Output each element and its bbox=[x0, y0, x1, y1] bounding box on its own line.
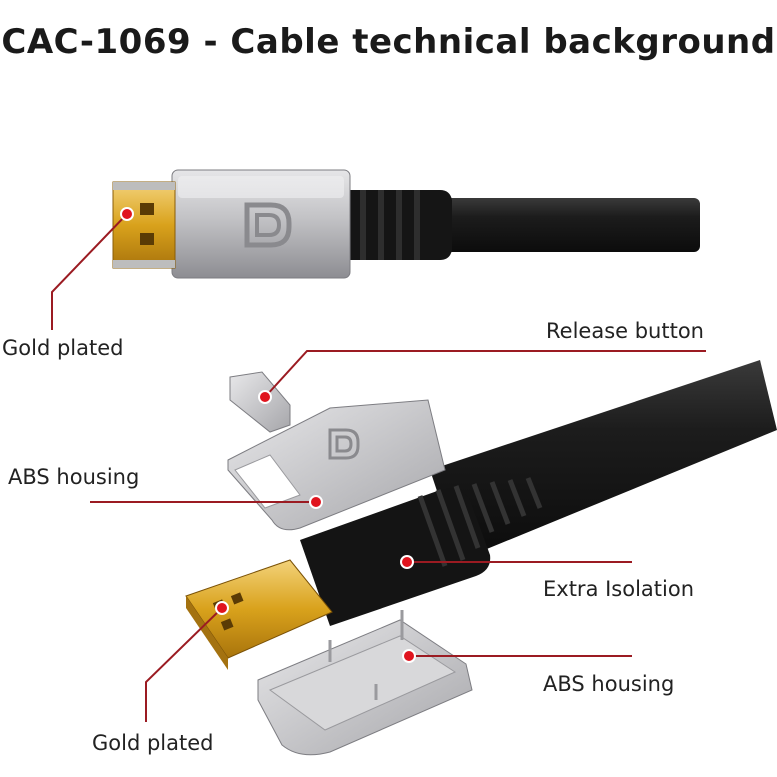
extra-isolation-sleeve bbox=[300, 488, 491, 626]
callout-dot-gold-plated-top bbox=[120, 207, 134, 221]
gold-plug-top bbox=[112, 181, 176, 269]
label-gold-plated-bottom: Gold plated bbox=[92, 731, 214, 755]
label-extra-isolation: Extra Isolation bbox=[543, 577, 695, 601]
label-abs-housing-top: ABS housing bbox=[8, 465, 140, 489]
callout-dot-gold-plated-bottom bbox=[215, 601, 229, 615]
cable-top bbox=[420, 198, 700, 252]
release-button-part bbox=[229, 371, 291, 433]
assembled-connector bbox=[112, 169, 700, 279]
cable-bottom bbox=[430, 360, 777, 560]
exploded-view bbox=[185, 360, 777, 756]
displayport-logo-icon bbox=[244, 202, 292, 248]
callouts bbox=[51, 213, 706, 722]
housing-logo-icon bbox=[328, 428, 360, 460]
callout-line-gold-plated-top bbox=[51, 213, 128, 330]
callout-line-release-button bbox=[264, 350, 706, 398]
callout-line-gold-plated-bottom bbox=[145, 607, 223, 722]
gold-plug-bottom bbox=[185, 559, 333, 659]
label-abs-housing-bottom: ABS housing bbox=[543, 672, 675, 696]
callout-dot-abs-housing-bottom bbox=[402, 649, 416, 663]
callout-dot-abs-housing-top bbox=[309, 495, 323, 509]
label-gold-plated-top: Gold plated bbox=[2, 336, 124, 360]
label-release-button: Release button bbox=[546, 319, 704, 343]
callout-dots bbox=[120, 207, 416, 663]
page-title: CAC-1069 - Cable technical background bbox=[1, 22, 776, 62]
callout-dot-extra-isolation bbox=[400, 555, 414, 569]
callout-dot-release-button bbox=[258, 390, 272, 404]
